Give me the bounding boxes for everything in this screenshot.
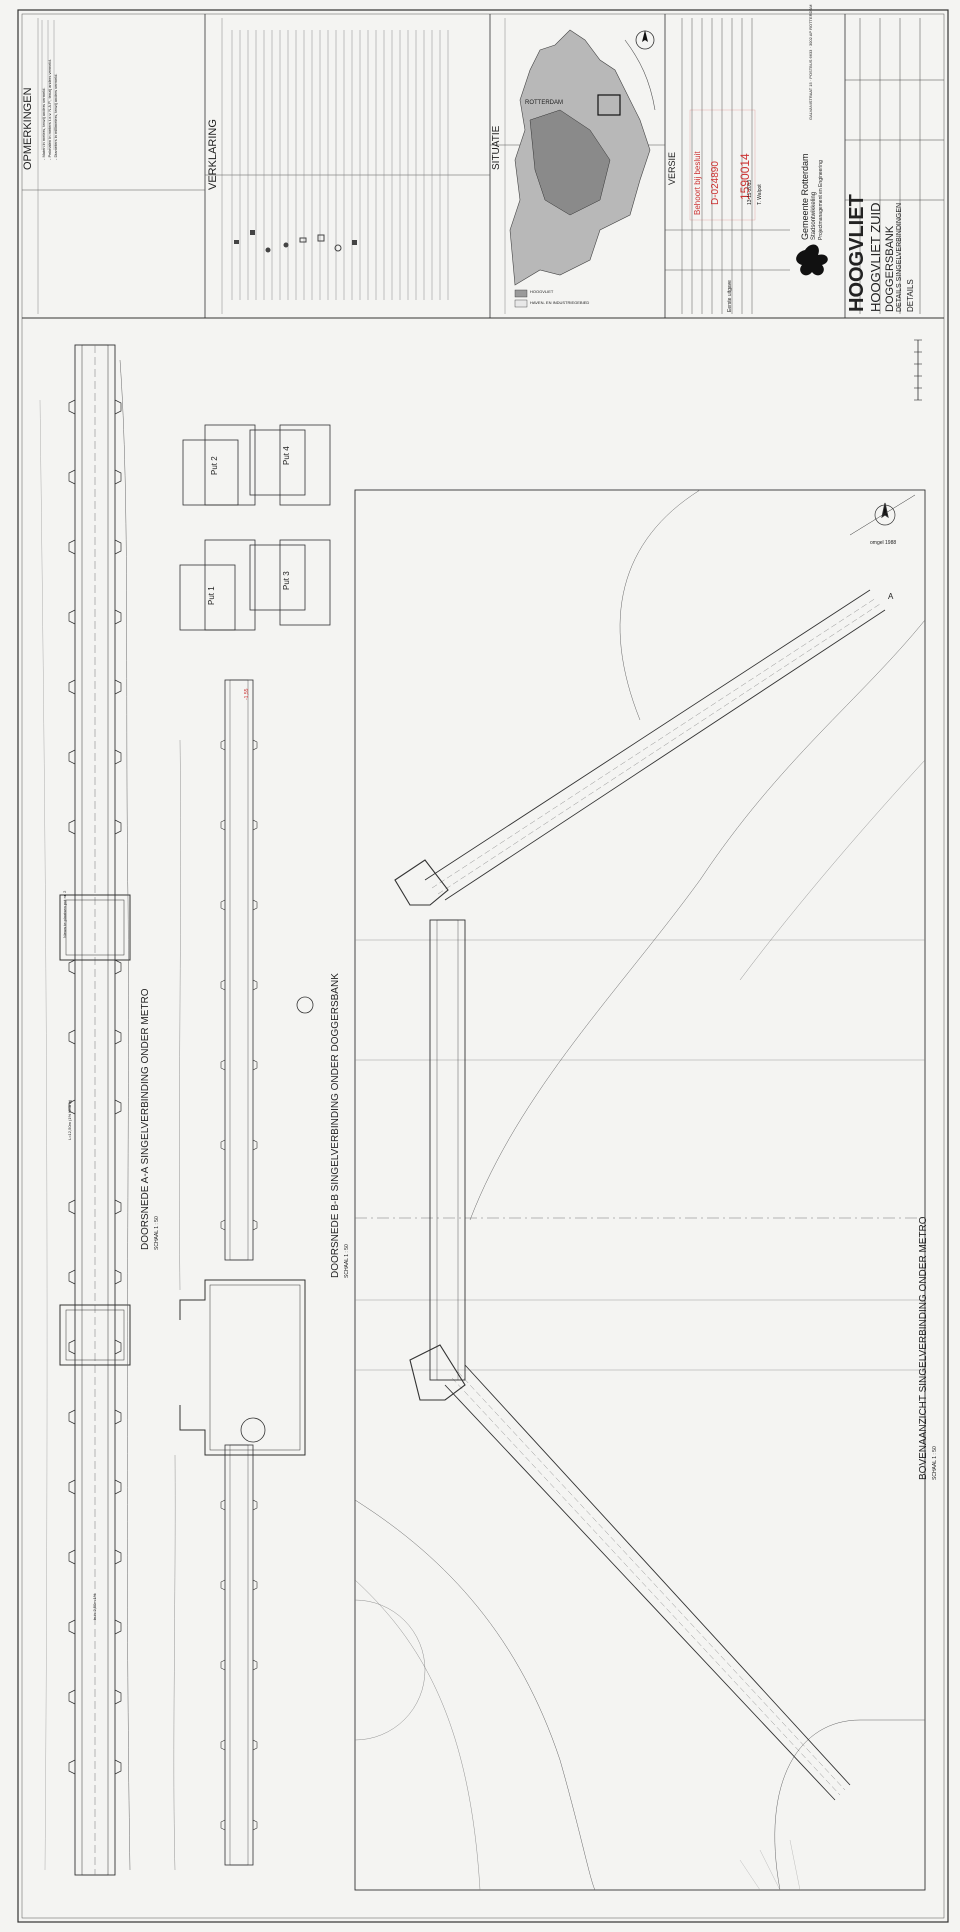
- section-aa-drawing: [39, 344, 131, 1876]
- client-subdept: Projectmanagement en Engineering: [818, 160, 824, 240]
- title-block-band: [22, 14, 944, 319]
- section-aa-scale: SCHAAL 1 : 50: [154, 1216, 160, 1250]
- put-4-label: Put 4: [282, 446, 291, 465]
- put-1-label: Put 1: [207, 586, 216, 605]
- put-3-label: Put 3: [282, 571, 291, 590]
- date-text: 13-11-2013: [747, 179, 753, 205]
- section-aa-title: DOORSNEDE A-A SINGELVERBINDING ONDER MET…: [140, 988, 151, 1250]
- section-bb-title: DOORSNEDE B-B SINGELVERBINDING ONDER DOG…: [330, 973, 341, 1278]
- legend-hoogvliet: HOOGVLIET: [530, 289, 554, 294]
- level-label: -1,55: [244, 688, 250, 700]
- opmerkingen-note-1: - Maten in meters, tenzij anders vermeld…: [41, 87, 46, 160]
- versie-header: VERSIE: [667, 151, 677, 185]
- versie-table: [665, 18, 790, 314]
- plan-view-title: BOVENAANZICHT SINGELVERBINDING ONDER MET…: [918, 1216, 929, 1480]
- plan-view-scale: SCHAAL 1 : 50: [932, 1446, 938, 1480]
- pipe-label: buis 2,50m 1%: [92, 1593, 97, 1620]
- project-title: HOOGVLIET: [846, 194, 868, 312]
- legend-havengebied: HAVEN- EN INDUSTRIEGEBIED: [530, 300, 590, 305]
- verklaring-title: VERKLARING: [207, 119, 219, 190]
- situatie-city-label: ROTTERDAM: [525, 100, 563, 106]
- stamp-line-1: Behoort bij besluit: [693, 151, 702, 215]
- subproject-title: HOOGVLIET ZUID: [868, 202, 883, 312]
- put-2-label: Put 2: [210, 456, 219, 475]
- gemeente-logo: [796, 244, 828, 276]
- opmerkingen-panel: [37, 18, 55, 314]
- plan-view-drawing: [354, 489, 926, 1891]
- situatie-map: [504, 18, 656, 314]
- plan-angle-label: omgel 1988: [870, 540, 897, 546]
- put-detail-boxes: [179, 424, 331, 631]
- address-text: GALVANISTRAAT 15 · POSTBUS 6633 · 3002 A…: [808, 4, 813, 120]
- stamp-line-2: D-024890: [710, 161, 721, 205]
- client-dept: Stadsontwikkeling: [811, 191, 817, 240]
- pipe-length-note: L=12,50m (1% helling): [67, 1099, 72, 1140]
- verklaring-legend-panel: [221, 18, 449, 314]
- opmerkingen-note-2: - Peilmaten in meters t.o.v. N.A.P., ten…: [47, 59, 52, 160]
- nieuw-put-note: Nieuw te plaatsen put nr. 2: [62, 890, 67, 938]
- situatie-title: SITUATIE: [491, 125, 502, 170]
- drawing-type: DETAILS: [906, 279, 915, 312]
- client-name: Gemeente Rotterdam: [800, 153, 810, 240]
- location-title: DOGGERSBANK: [884, 225, 896, 312]
- section-bb-drawing: [173, 679, 314, 1871]
- section-bb-scale: SCHAAL 1 : 50: [344, 1244, 350, 1278]
- drawn-by-text: T. Walpot: [757, 184, 763, 205]
- opmerkingen-title: OPMERKINGEN: [22, 87, 34, 170]
- revision-text: Eerste uitgave: [727, 280, 733, 312]
- opmerkingen-note-3: - Diameters in millimeters, tenzij ander…: [53, 73, 58, 160]
- drawing-subject: DETAILS SINGELVERBINDINGEN: [896, 202, 903, 312]
- scale-bar: [914, 339, 922, 401]
- section-marker-a: A: [888, 592, 894, 601]
- approval-stamp: [689, 109, 756, 221]
